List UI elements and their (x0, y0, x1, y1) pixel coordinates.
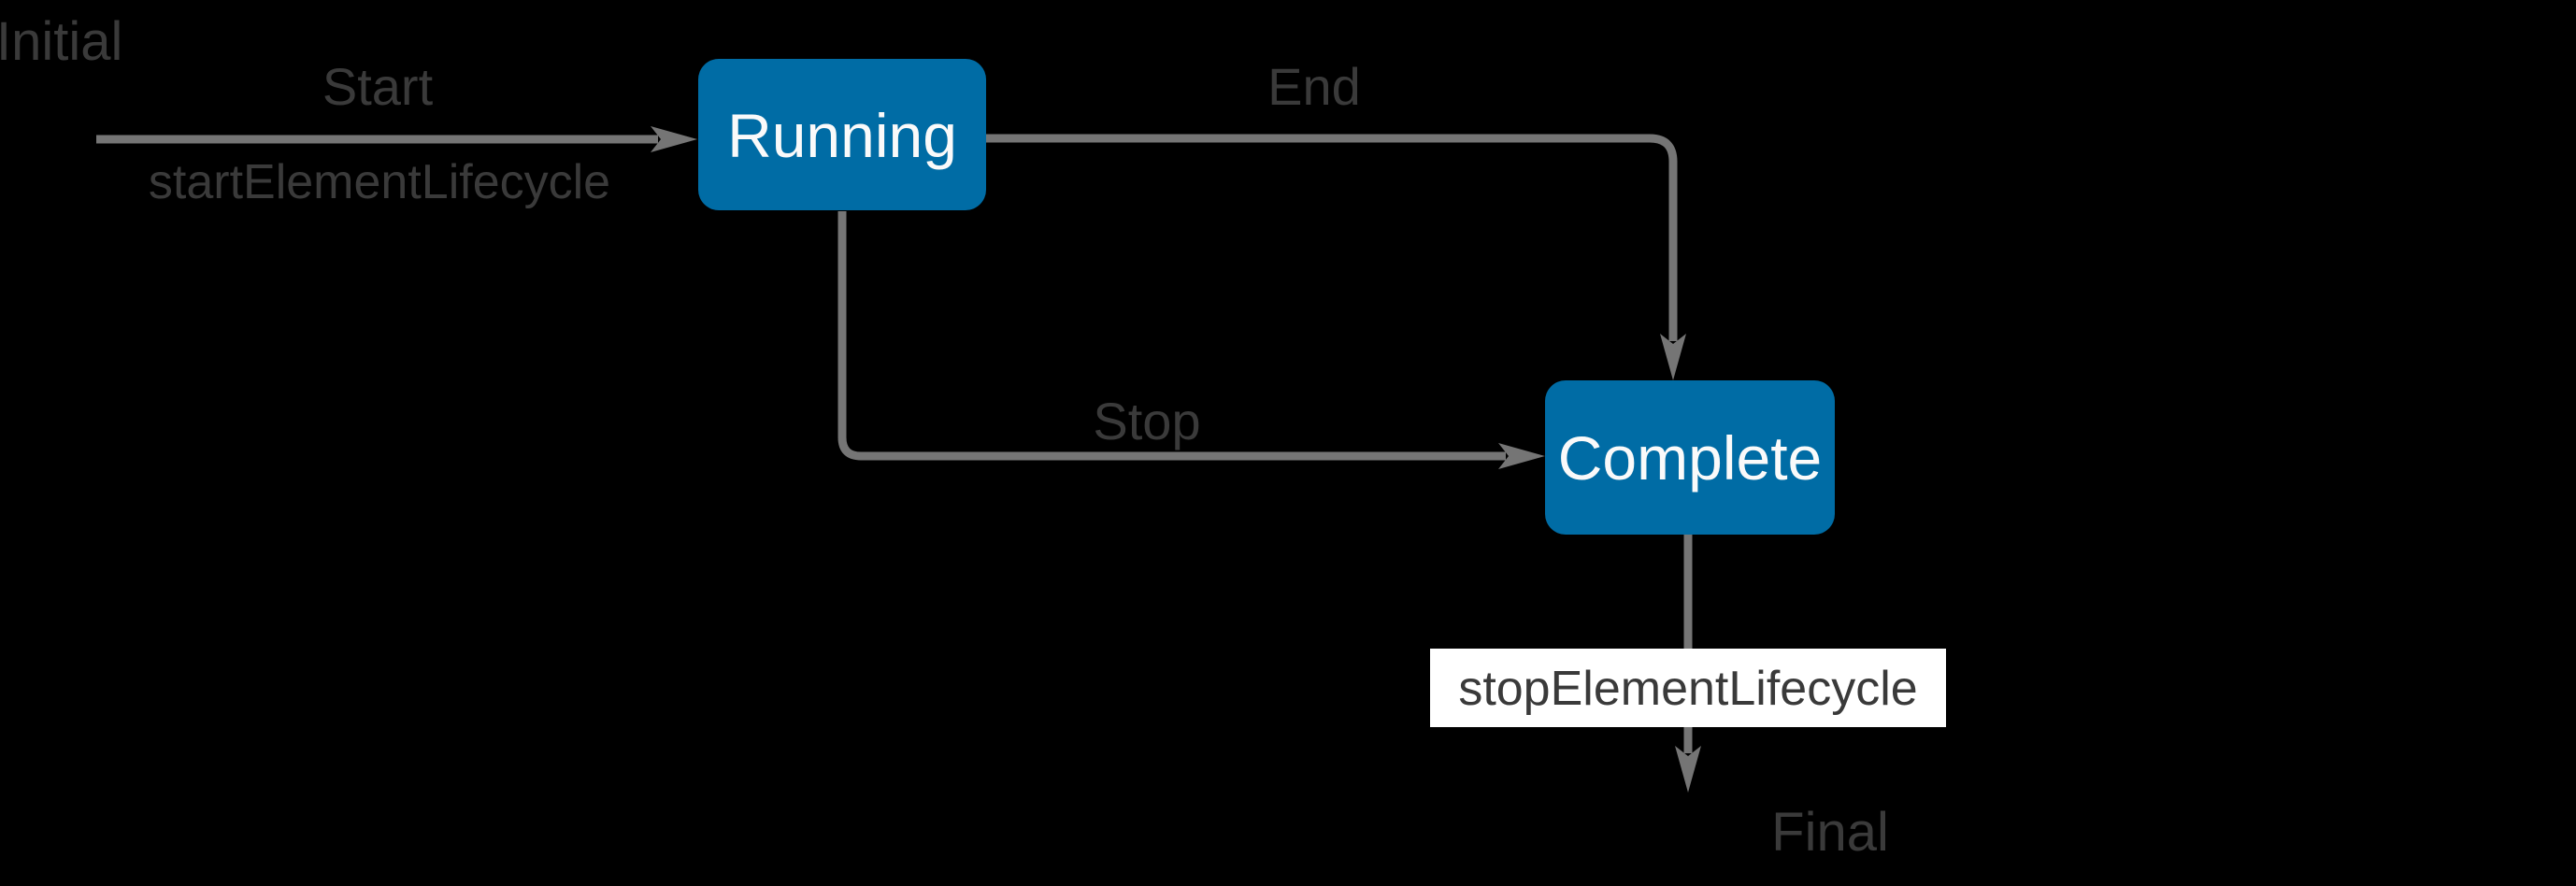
trigger-label-stop: Stop (1093, 392, 1200, 450)
edge-running-to-complete-end (986, 134, 1686, 380)
initial-pseudostate-label: Initial (0, 11, 122, 72)
trigger-label-start: Start (322, 57, 434, 116)
effect-label-background (1430, 649, 1946, 727)
state-rect-running (698, 59, 986, 210)
state-label-running: Running (727, 101, 957, 170)
edge-running-to-complete-stop (837, 211, 1545, 469)
state-node-running: Running (698, 59, 986, 210)
state-label-complete: Complete (1558, 423, 1822, 493)
state-node-complete: Complete (1545, 380, 1835, 535)
state-rect-complete (1545, 380, 1835, 535)
trigger-label-end: End (1267, 57, 1361, 116)
final-pseudostate-label: Final (1771, 802, 1889, 863)
effect-label-stop-element-lifecycle: stopElementLifecycle (1458, 662, 1917, 716)
effect-label-start-element-lifecycle: startElementLifecycle (149, 155, 610, 209)
effect-label-group-stop-element-lifecycle: stopElementLifecycle (1430, 649, 1946, 727)
